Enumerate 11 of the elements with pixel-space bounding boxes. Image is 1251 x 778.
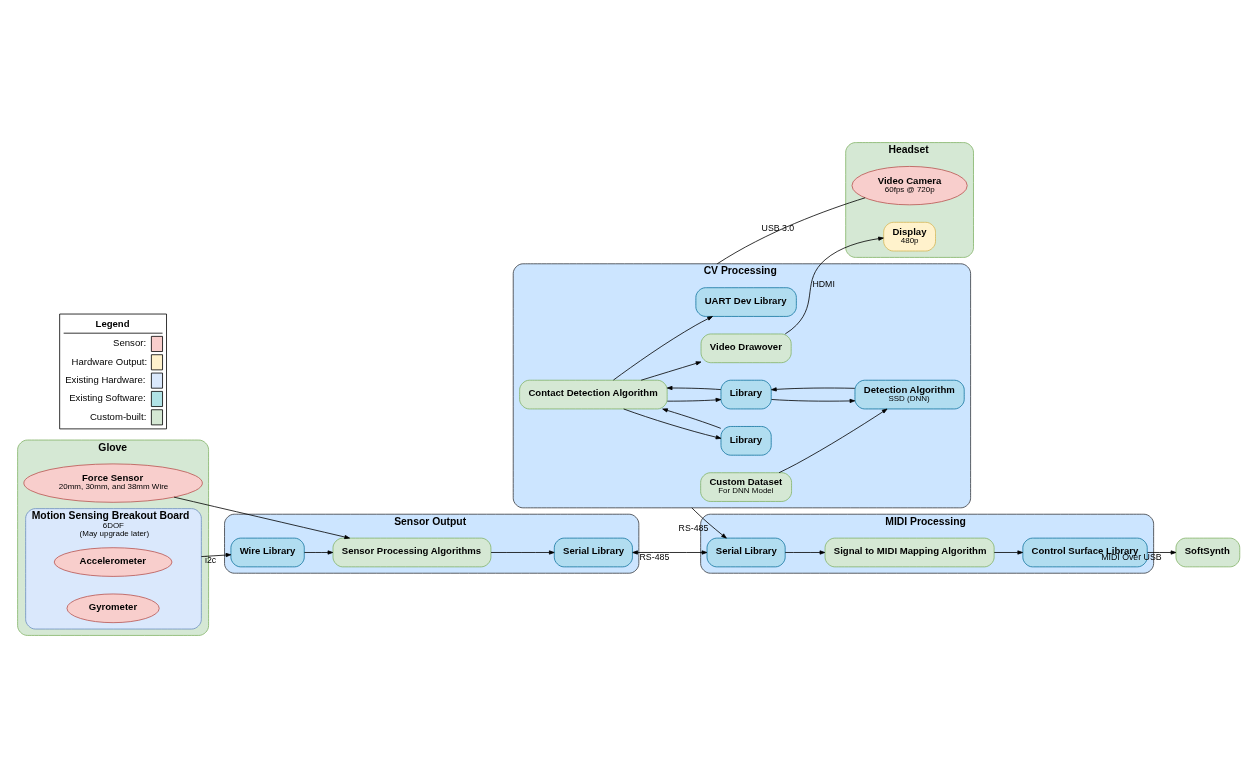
edge-label: USB 3.0	[761, 222, 795, 233]
edge-label: RS-485	[678, 522, 709, 533]
legend-label: Hardware Output:	[71, 355, 148, 367]
legend-label: Existing Hardware:	[65, 374, 146, 386]
legend-label: Custom-built:	[89, 410, 147, 422]
edge-label: RS-485	[639, 551, 670, 562]
label: Legend	[95, 318, 130, 330]
legend-label: Sensor:	[113, 337, 147, 349]
legend-label: Existing Software:	[69, 392, 146, 404]
edge-label: HDMI	[812, 279, 835, 290]
edge-label: i2c	[205, 554, 217, 565]
